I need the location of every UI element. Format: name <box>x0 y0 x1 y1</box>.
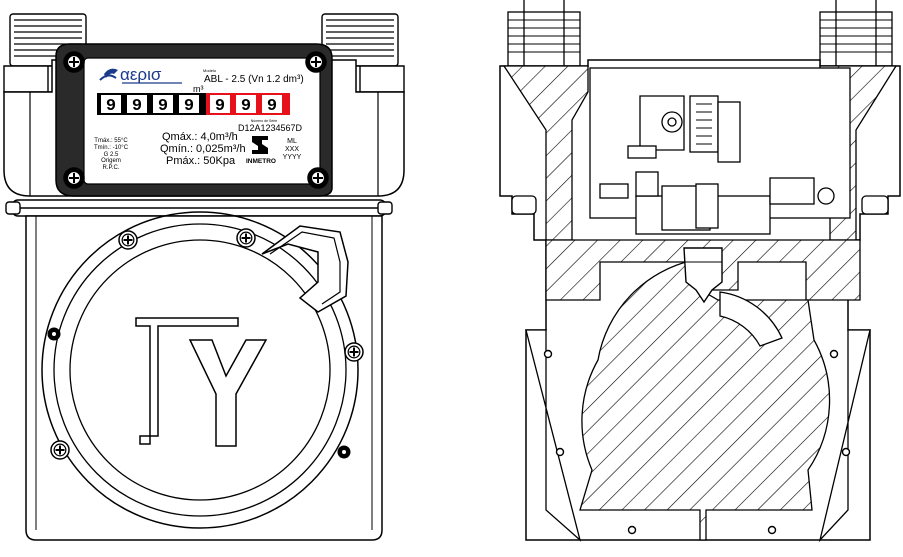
register-digit: 9 <box>132 97 142 116</box>
aerio-logo: αερισ <box>99 65 182 84</box>
ml-line: ML <box>287 138 297 145</box>
section-holes <box>543 349 851 535</box>
bezel-screws <box>63 51 329 189</box>
spec-line: Origem <box>101 158 121 164</box>
spec-line: Tmáx.: 55°C <box>94 138 128 144</box>
ml-line: XXX <box>285 146 299 153</box>
plug-icon <box>47 327 61 341</box>
digit-window <box>127 95 147 113</box>
register-digit: 9 <box>184 97 194 116</box>
spec-line: R.P.C. <box>103 165 120 171</box>
screw-icon <box>236 228 256 248</box>
section-flange <box>511 195 889 215</box>
body-screws <box>47 228 364 460</box>
inmetro-label: INMETRO <box>246 158 276 165</box>
qmin-text: Qmín.: 0,025m³/h <box>160 143 246 155</box>
screw-icon <box>63 167 85 189</box>
ml-line: YYYY <box>283 154 302 161</box>
section-view <box>499 0 901 543</box>
serial-caption: Número de Série <box>251 119 278 123</box>
lower-housing <box>25 215 383 541</box>
section-thread-left <box>507 0 581 67</box>
section-thread-right <box>819 0 893 67</box>
screw-icon <box>50 440 70 460</box>
dial-cover <box>41 211 359 529</box>
left-specs: Tmáx.: 55°C Tmín.: -10°C G 2.5 Origem R.… <box>94 138 129 171</box>
digit-window <box>262 95 282 113</box>
digit-window <box>210 95 230 113</box>
screw-icon <box>344 342 364 362</box>
register-digit: 9 <box>215 97 225 116</box>
register-unit: m³ <box>193 84 204 94</box>
flow-specs: Qmáx.: 4,0m³/h Qmín.: 0,025m³/h Pmáx.: 5… <box>160 131 246 167</box>
digit-window <box>236 95 256 113</box>
screw-icon <box>63 51 85 73</box>
section-mechanism <box>589 67 851 235</box>
dial-lock-tab <box>261 225 349 313</box>
logo-text: αερισ <box>120 65 162 84</box>
ml-block: ML XXX YYYY <box>283 138 302 161</box>
register-digit: 9 <box>241 97 251 116</box>
screw-icon <box>305 51 327 73</box>
qmax-text: Qmáx.: 4,0m³/h <box>162 131 238 143</box>
digit-window <box>179 95 199 113</box>
digit-window <box>153 95 173 113</box>
spring-coil <box>696 103 712 145</box>
model-text: ABL - 2.5 (Vn 1.2 dm³) <box>204 74 304 85</box>
plug-icon <box>337 445 351 459</box>
pmax-text: Pmáx.: 50Kpa <box>166 155 236 167</box>
digit-window <box>101 95 121 113</box>
register-digit: 9 <box>158 97 168 116</box>
ty-emblem-icon <box>135 317 268 447</box>
spec-line: G 2.5 <box>104 152 119 158</box>
screw-icon <box>307 167 329 189</box>
register-digit: 9 <box>106 97 116 116</box>
screw-icon <box>118 230 138 250</box>
inmetro-logo-icon: INMETRO <box>246 136 276 165</box>
flange <box>5 199 393 217</box>
model-caption: Modelo <box>203 68 217 73</box>
register-digit: 9 <box>267 97 277 116</box>
serial-number: D12A1234567D <box>238 123 303 133</box>
spec-line: Tmín.: -10°C <box>94 145 129 151</box>
